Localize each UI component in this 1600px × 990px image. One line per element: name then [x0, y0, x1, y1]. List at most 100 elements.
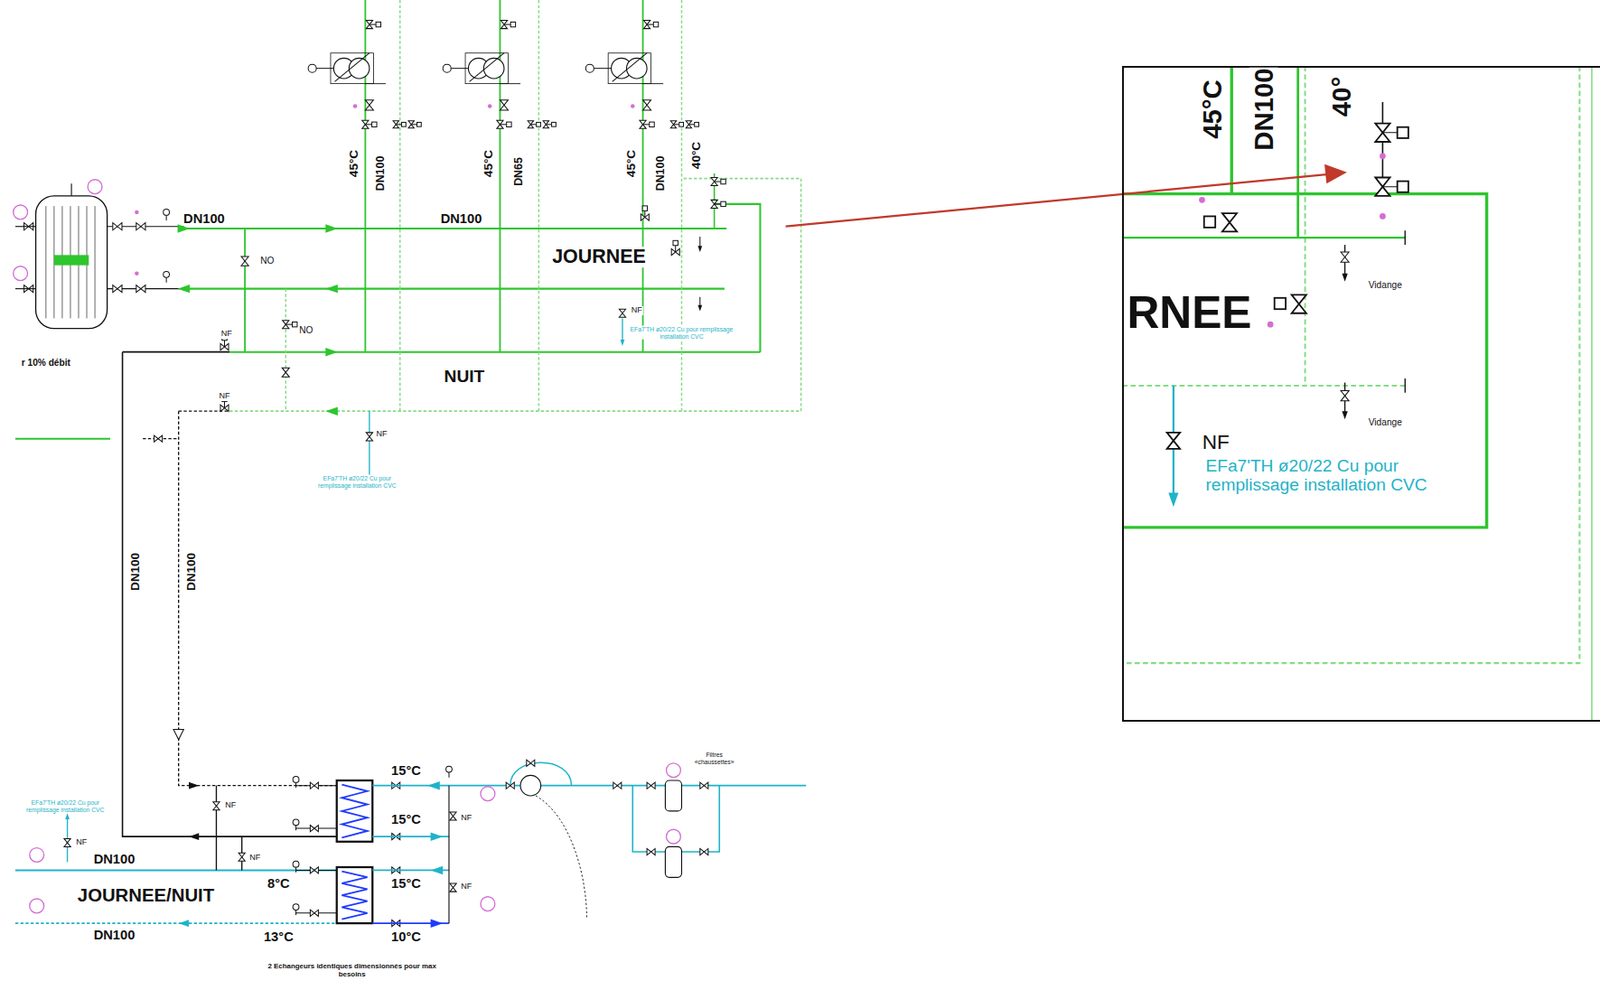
valve-actuator	[552, 121, 557, 127]
pipe-line	[71, 183, 73, 197]
valve-stem	[646, 24, 654, 26]
valve-body	[643, 100, 652, 111]
valve-body	[505, 782, 515, 789]
pipe-annotation: 40°C	[690, 140, 704, 170]
valve-symbol	[449, 883, 457, 892]
tank-coil	[45, 205, 47, 319]
valve-symbol	[282, 320, 298, 329]
valve-symbol	[136, 223, 146, 231]
pipe-annotation: 45°C	[482, 149, 496, 178]
valve-body	[154, 435, 163, 442]
pipe-line	[183, 227, 727, 230]
detail-inset: 45°CDN10040°RNEENFEFa7'TH ø20/22 Cu pour…	[1122, 65, 1600, 721]
pipe-line	[368, 411, 370, 480]
pipe-line	[334, 53, 369, 83]
pipe-line	[448, 785, 450, 924]
inset-text: DN100	[1249, 66, 1279, 151]
valve-symbol	[309, 867, 319, 874]
thermometer-stem	[295, 782, 297, 788]
flow-arrow	[65, 813, 70, 820]
valve-symbol	[309, 909, 319, 917]
valve-symbol	[154, 435, 163, 442]
schematic-label: NF	[224, 801, 237, 811]
valve-body	[1222, 213, 1237, 232]
valve-stem	[644, 210, 646, 217]
pipe-line	[15, 869, 337, 871]
thermometer-stem	[166, 215, 168, 221]
valve-body	[1291, 294, 1307, 313]
schematic-label: NF	[248, 853, 262, 863]
valve-actuator	[720, 178, 726, 184]
pipe-line	[316, 67, 335, 69]
valve-actuator	[1397, 127, 1409, 139]
valve-body	[364, 100, 374, 111]
valve-symbol	[362, 120, 377, 129]
valve-symbol	[309, 782, 319, 789]
schematic-label: DN100	[93, 851, 137, 867]
flow-arrow	[325, 224, 338, 233]
pipe-annotation: DN100	[375, 155, 389, 193]
valve-actuator	[642, 205, 647, 211]
thermometer-symbol	[292, 860, 300, 868]
pump-housing	[608, 53, 651, 85]
valve-actuator	[649, 121, 655, 127]
valve-symbol	[1340, 252, 1349, 262]
valve-body	[241, 256, 249, 266]
valve-stem	[673, 123, 679, 125]
pipe-line	[285, 289, 287, 412]
note-text: EFa7'TH ø20/22 Cu pour remplissage insta…	[18, 799, 113, 814]
flow-arrow	[427, 781, 440, 790]
pressure-gauge	[480, 786, 496, 802]
valve-body	[136, 285, 146, 293]
pipe-annotation: 45°C	[346, 149, 361, 178]
flow-arrow	[620, 339, 626, 347]
note-text: EFa7'TH ø20/22 Cu pour remplissage insta…	[308, 475, 407, 489]
pipe-line	[612, 53, 647, 83]
signal-line	[535, 795, 587, 919]
connection-circle	[442, 64, 451, 73]
valve-body	[281, 367, 290, 377]
valve-symbol	[499, 100, 508, 111]
valve-body	[309, 782, 319, 789]
exchanger-coil	[341, 785, 367, 839]
valve-body	[646, 848, 655, 855]
valve-body	[1340, 391, 1349, 402]
valve-symbol	[711, 177, 726, 187]
pressure-gauge	[29, 848, 45, 863]
thermometer-stem	[448, 772, 450, 778]
valve-actuator	[506, 121, 512, 127]
valve-actuator	[291, 321, 297, 327]
valve-actuator	[694, 121, 700, 127]
pipe-line	[621, 318, 623, 342]
valve-symbol	[1375, 123, 1409, 142]
valve-symbol	[639, 120, 655, 129]
valve-body	[112, 223, 122, 231]
valve-actuator	[673, 240, 678, 245]
valve-actuator	[402, 121, 407, 127]
inset-detail	[1122, 65, 1592, 721]
valve-symbol	[309, 824, 319, 832]
valve-stem	[1382, 186, 1397, 188]
valve-symbol	[700, 848, 709, 855]
flow-arrow	[188, 832, 199, 841]
pointer-arrowhead	[1324, 164, 1348, 184]
schematic-label: 15°C	[390, 876, 422, 891]
pipe-line	[643, 83, 665, 85]
valve-body	[646, 782, 655, 789]
pipe-line	[1122, 236, 1405, 239]
pipe-annotation: DN100	[654, 155, 668, 193]
valve-symbol	[64, 838, 71, 847]
thermometer-symbol	[292, 904, 300, 911]
valve-stem	[224, 402, 225, 409]
pipe-line	[215, 785, 217, 871]
connection-circle	[308, 64, 317, 73]
valve-tag	[630, 103, 636, 109]
valve-tag	[1379, 213, 1386, 220]
valve-stem	[395, 123, 402, 125]
pipe-annotation: DN65	[513, 156, 526, 188]
valve-symbol	[1375, 177, 1409, 197]
check-valve	[173, 729, 184, 740]
pipe-line	[229, 178, 801, 412]
valve-symbol	[618, 308, 626, 318]
flow-arrow	[178, 919, 189, 927]
